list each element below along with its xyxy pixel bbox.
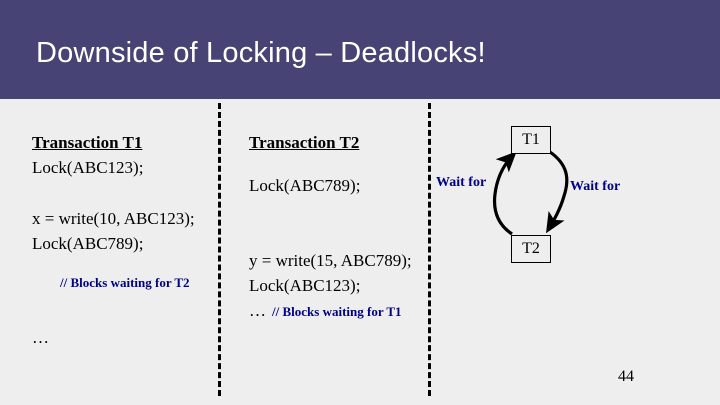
t2-blocking-comment: // Blocks waiting for T1 — [272, 304, 402, 319]
t2-spacer-1 — [249, 155, 427, 173]
title-bar: Downside of Locking – Deadlocks! — [0, 0, 720, 99]
wait-for-node-t2: T2 — [511, 235, 551, 263]
column-divider-left — [218, 103, 221, 396]
t1-code-line-2: x = write(10, ABC123); — [32, 209, 195, 228]
column-divider-right — [428, 103, 431, 396]
t1-spacer-3 — [32, 295, 212, 325]
transaction-t2-column: Transaction T2 Lock(ABC789); y = write(1… — [249, 130, 427, 324]
edge-label-wait-for-left: Wait for — [436, 175, 487, 190]
t2-ellipsis: … — [249, 301, 266, 320]
transaction-t1-column: Transaction T1 Lock(ABC123); x = write(1… — [32, 130, 212, 350]
t2-code-line-3: Lock(ABC123); — [249, 276, 361, 295]
t1-ellipsis: … — [32, 328, 49, 347]
wait-for-node-t1: T1 — [511, 126, 551, 154]
t1-spacer-2 — [32, 256, 212, 270]
transaction-t2-heading: Transaction T2 — [249, 133, 360, 152]
t1-spacer-1 — [32, 180, 212, 206]
t2-spacer-3 — [249, 223, 427, 248]
edge-label-wait-for-right: Wait for — [570, 179, 621, 194]
t1-code-line-3: Lock(ABC789); — [32, 234, 144, 253]
t1-code-line-1: Lock(ABC123); — [32, 158, 144, 177]
page-number: 44 — [618, 368, 634, 385]
edge-t1-to-t2 — [546, 150, 569, 234]
edge-t2-to-t1 — [492, 151, 517, 236]
wait-for-graph: T1 T2 Wait for Wait for — [434, 118, 664, 273]
t2-ellipsis-comment-row: … // Blocks waiting for T1 — [249, 298, 427, 324]
slide-title: Downside of Locking – Deadlocks! — [36, 37, 486, 69]
transaction-t1-heading: Transaction T1 — [32, 133, 143, 152]
wait-for-cycle-arrows — [492, 150, 569, 236]
t2-code-line-2: y = write(15, ABC789); — [249, 251, 412, 270]
t2-spacer-2 — [249, 198, 427, 223]
t2-code-line-1: Lock(ABC789); — [249, 176, 361, 195]
t1-blocking-comment: // Blocks waiting for T2 — [60, 275, 190, 290]
